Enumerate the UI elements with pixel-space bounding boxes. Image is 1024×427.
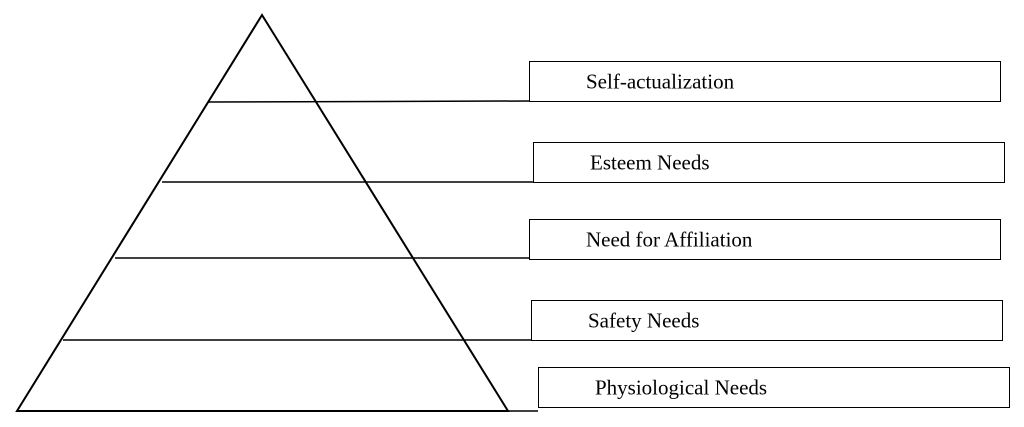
level-label: Physiological Needs [595, 375, 768, 399]
level-label: Safety Needs [588, 308, 700, 332]
level-label: Self-actualization [586, 69, 735, 93]
level-box-safety-needs: Safety Needs [531, 300, 1003, 341]
pyramid-outline [15, 13, 510, 412]
level-label: Esteem Needs [590, 150, 710, 174]
level-box-esteem-needs: Esteem Needs [533, 142, 1005, 183]
level-box-self-actualization: Self-actualization [529, 61, 1001, 102]
level-label: Need for Affiliation [586, 227, 753, 251]
level-box-physiological-needs: Physiological Needs [538, 367, 1010, 408]
level-box-need-for-affiliation: Need for Affiliation [529, 219, 1001, 260]
divider-line-self-actualization [207, 100, 530, 103]
